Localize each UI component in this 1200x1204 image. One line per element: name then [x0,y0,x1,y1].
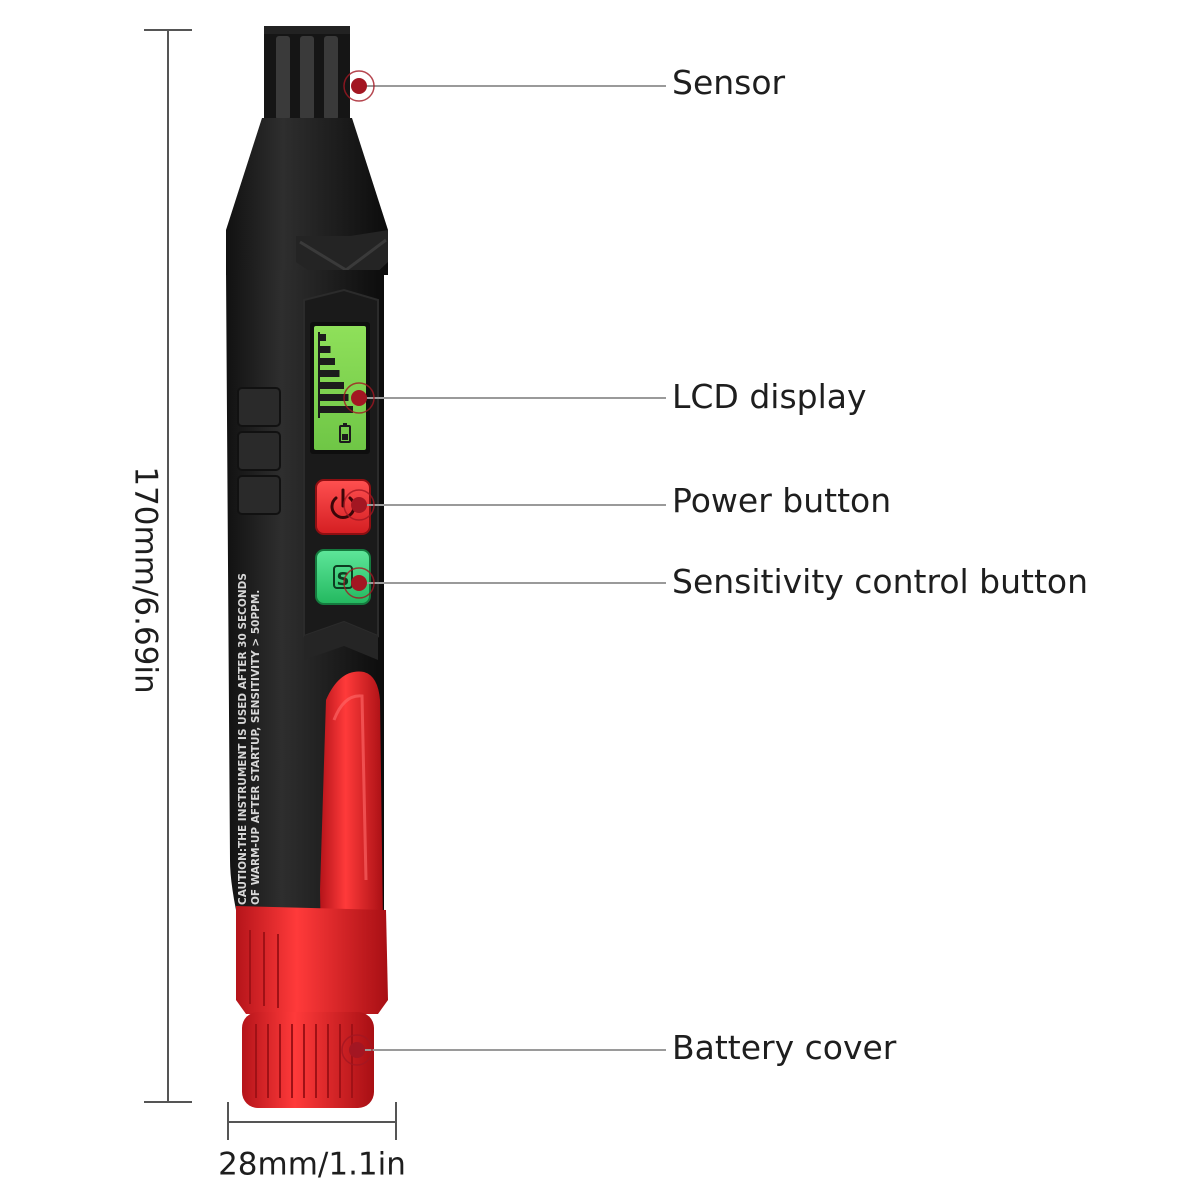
callouts [341,70,666,1066]
callout-ring-sensitivity-button [343,567,375,599]
callout-ring-battery-cover [341,1034,373,1066]
width-dimension [227,1102,397,1140]
callout-label-sensitivity-button: Sensitivity control button [672,562,1089,601]
battery-cover-part[interactable] [242,1012,374,1108]
callout-dot-sensor [351,78,367,94]
lcd-segment [318,332,320,418]
lcd-segment [320,406,353,413]
callout-dot-battery-cover [349,1042,365,1058]
lcd-segment [320,394,349,401]
sensitivity-key-label: S [337,569,350,590]
lcd-segment [320,334,326,341]
caution-line-1: CAUTION:THE INSTRUMENT IS USED AFTER 30 … [237,573,249,905]
cone-section [226,118,388,275]
callout-dot-power-button [351,497,367,513]
callout-ring-power-button [343,489,375,521]
grip-collar [236,906,388,1014]
callout-label-sensor: Sensor [672,63,786,102]
sensor-head [264,26,350,126]
lcd-segment [320,358,335,365]
chevron-lower [304,622,378,660]
callout-label-battery-cover: Battery cover [672,1028,897,1067]
lcd-segment [320,382,344,389]
lcd-screen [310,322,370,454]
callout-dot-lcd-display [351,390,367,406]
width-dimension-label: 28mm/1.1in [218,1146,406,1183]
callout-ring-sensor [343,70,375,102]
callout-ring-lcd-display [343,382,375,414]
caution-text: CAUTION:THE INSTRUMENT IS USED AFTER 30 … [237,573,262,905]
lcd-segment [320,370,340,377]
side-grip [237,387,281,515]
height-dimension [144,29,192,1103]
callout-label-power-button: Power button [672,481,892,520]
battery-icon [339,423,351,443]
height-dimension-label: 170mm/6.69in [127,466,164,694]
caution-line-2: OF WARM-UP AFTER STARTUP, SENSITIVITY > … [250,590,262,905]
callout-dot-sensitivity-button [351,575,367,591]
lcd-segment [320,346,331,353]
callout-label-lcd-display: LCD display [672,377,867,416]
